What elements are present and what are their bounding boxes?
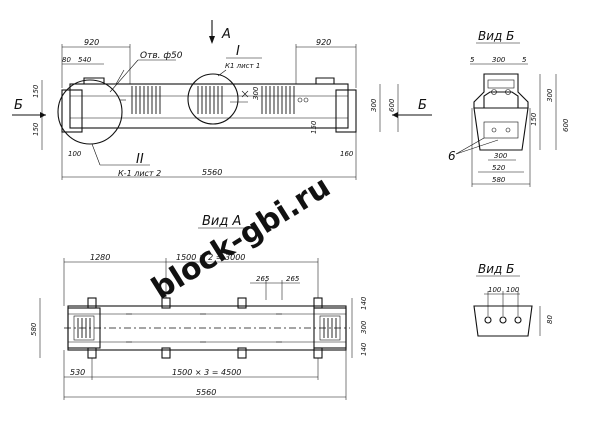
hook-right	[315, 77, 335, 84]
dim-plan-bottom-offset: 530	[70, 368, 85, 377]
callout-6: 6	[448, 149, 456, 163]
dim-front-h-top: 150	[32, 84, 40, 98]
dim-side-5a: 5	[470, 56, 475, 64]
dim-plan-gap-1: 265	[256, 275, 270, 283]
plan-lug	[87, 297, 97, 309]
rebar-hatch-right	[261, 86, 295, 114]
view-a-title: Вид А	[202, 214, 241, 229]
dim-plan-right-2: 300	[360, 320, 368, 334]
section-markers-front: Б Б А	[12, 20, 432, 118]
dim-front-sub-a: 80	[62, 56, 71, 64]
dim-front-h-mid: 150	[32, 122, 40, 136]
dim-plan-top-spacing: 1500 × 2 = 3000	[176, 253, 245, 262]
dim-front-right-600: 600	[388, 98, 396, 112]
arrow-a-label: А	[221, 27, 231, 42]
detail-circle-ii	[57, 79, 123, 145]
side-top-head	[473, 73, 529, 109]
front-labels: I К1 лист 1 Отв. ф50 II К-1 лист 2	[91, 44, 262, 178]
node-i-ref: К1 лист 1	[225, 62, 260, 70]
dim-side-mid: 150	[530, 112, 538, 126]
right-end-block	[335, 89, 357, 133]
dim-side-b580: 580	[492, 176, 506, 184]
view-b-bottom-title: Вид Б	[478, 262, 514, 276]
node-ii-ref: К-1 лист 2	[118, 169, 161, 178]
dim-front-right-bot: 160	[340, 150, 354, 158]
rebar-hatch-center	[197, 86, 223, 114]
view-b-top-title: Вид Б	[478, 29, 514, 43]
dim-plan-offset: 1280	[90, 253, 110, 262]
dim-plan-height: 580	[30, 322, 38, 336]
dim-front-h-bot: 100	[68, 150, 82, 158]
hook-left	[83, 77, 105, 84]
plan-lug	[161, 347, 171, 359]
dim-side-h1: 300	[546, 88, 554, 102]
dim-front-right-small: 150	[310, 120, 318, 134]
dim-side-b520: 520	[492, 164, 506, 172]
dim-plan-right-1: 140	[360, 296, 368, 310]
dim-side-5b: 5	[522, 56, 527, 64]
hole-note: Отв. ф50	[140, 51, 183, 61]
dim-side-h2: 600	[562, 118, 570, 132]
plan-dimensions: 1280 1500 × 2 = 3000 265 265 530 1500 × …	[30, 253, 368, 400]
dim-side-b300: 300	[494, 152, 508, 160]
dim-side-300: 300	[492, 56, 506, 64]
dim-front-right-300: 300	[370, 98, 378, 112]
dim-plan-right-3: 140	[360, 342, 368, 356]
section-b-right-label: Б	[418, 98, 427, 113]
dim-front-sub-b: 540	[78, 56, 92, 64]
dim-plan-overall: 5560	[196, 388, 216, 397]
rebar-hatch-left	[131, 86, 161, 114]
side-bottom-body	[473, 305, 533, 337]
plan-lug	[237, 297, 247, 309]
plan-view: Вид А	[64, 214, 350, 359]
dim-side-bottom-a: 100	[488, 286, 502, 294]
dim-front-top-right: 920	[316, 38, 331, 47]
dim-front-overall: 5560	[202, 168, 222, 177]
dim-side-bottom-h: 80	[546, 315, 554, 324]
side-top-body	[473, 107, 529, 151]
dim-front-right-a: 300	[252, 86, 260, 100]
detail-circle-i	[187, 73, 239, 125]
dim-plan-gap-2: 265	[286, 275, 300, 283]
dim-plan-bottom-spacing: 1500 × 3 = 4500	[172, 368, 241, 377]
node-i-label: I	[236, 44, 240, 59]
watermark: block-gbi.ru	[146, 169, 337, 306]
beam-body-front	[69, 83, 349, 129]
left-end-block	[61, 89, 83, 133]
dim-side-bottom-b: 100	[506, 286, 520, 294]
section-b-left-label: Б	[14, 98, 23, 113]
front-elevation	[57, 69, 357, 145]
side-view-bottom: Вид Б 100 100 80	[473, 262, 554, 337]
dim-front-top-left: 920	[84, 38, 99, 47]
side-view-top: Вид Б 5 300 5 300 600 150 300 520 580 6	[448, 29, 570, 187]
node-ii-label: II	[136, 152, 144, 167]
plan-lug	[237, 347, 247, 359]
front-dimensions: 920 920 80 540 150 150 100 5560 300 600 …	[32, 38, 399, 180]
